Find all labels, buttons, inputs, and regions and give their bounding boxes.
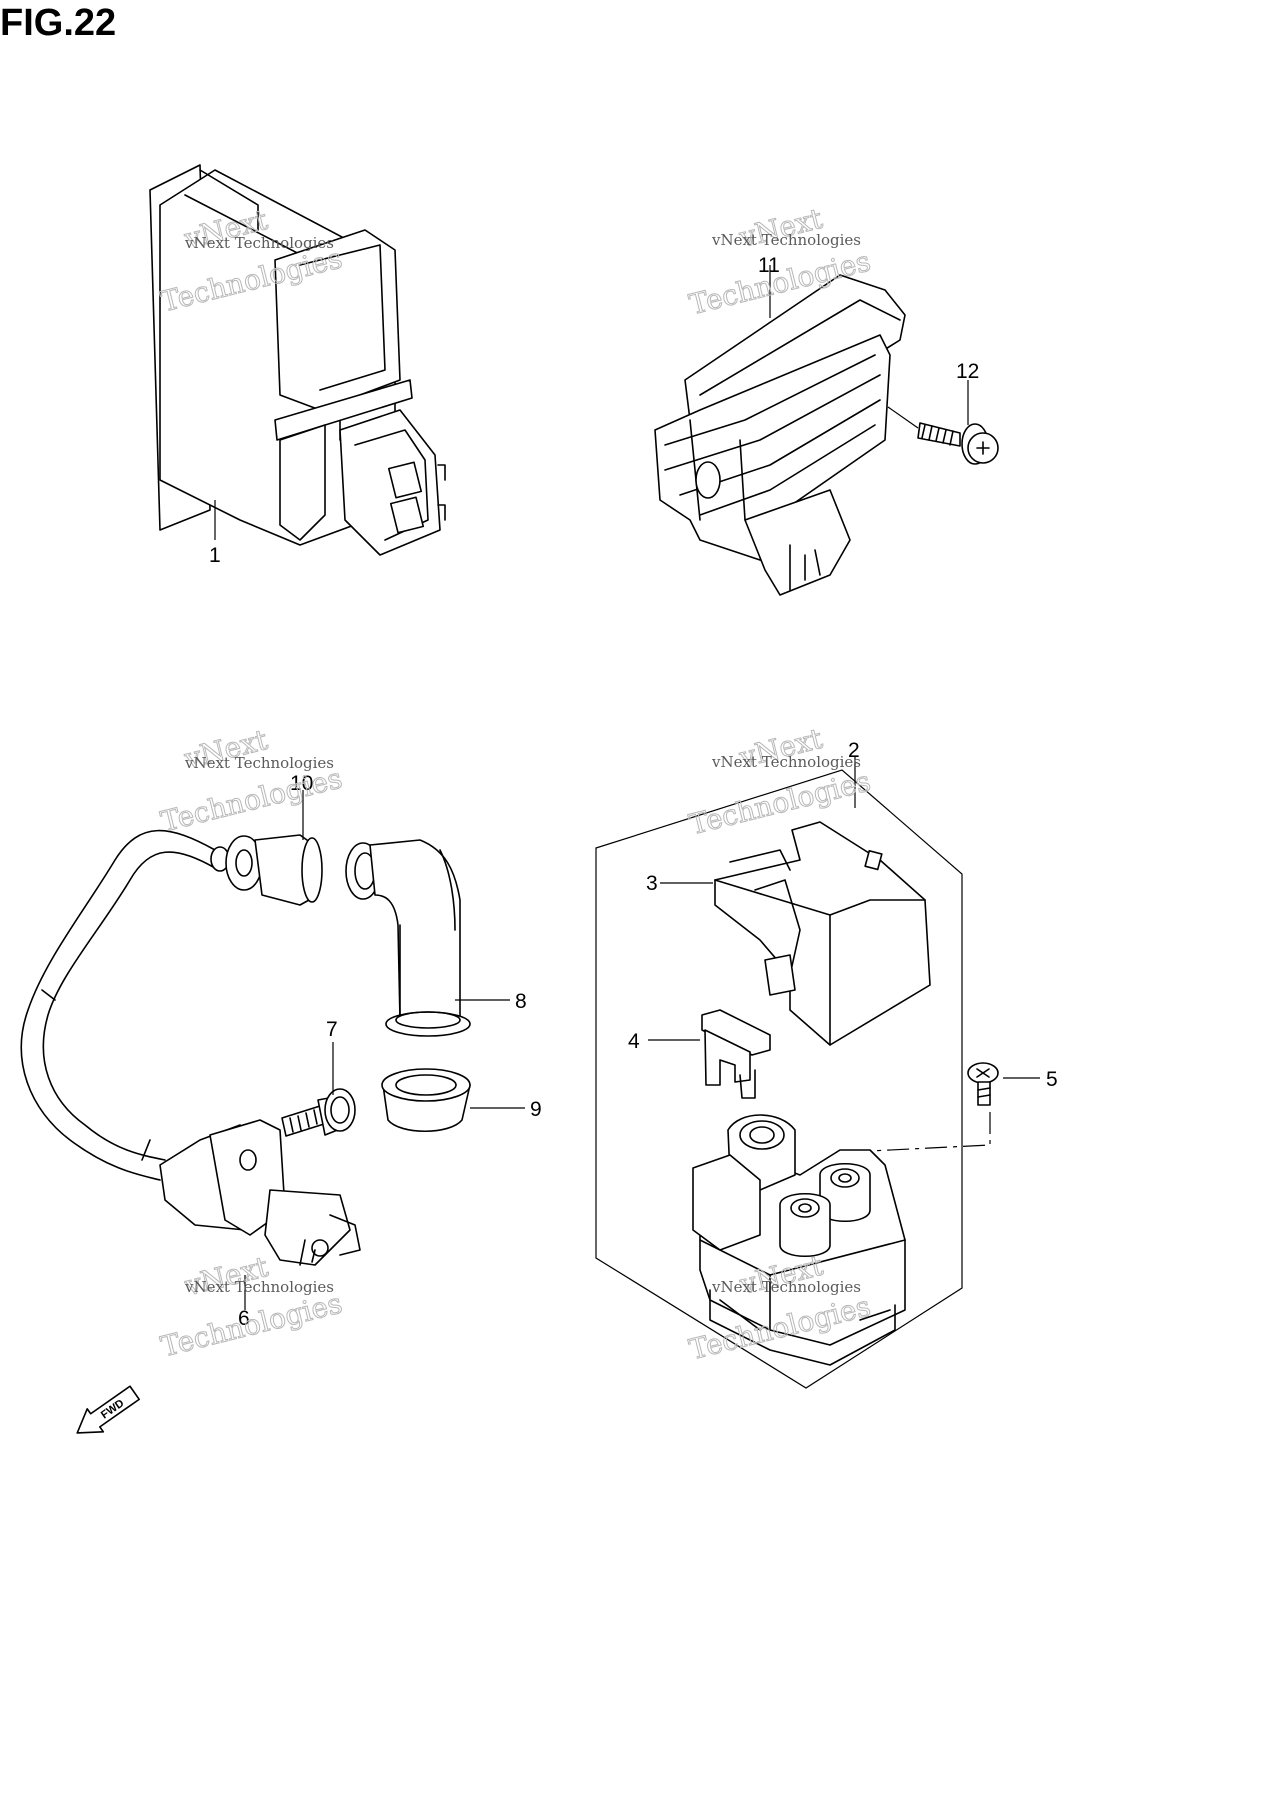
svg-text:Technologies: Technologies — [158, 762, 346, 839]
figure-title: FIG.22 — [0, 2, 117, 44]
svg-text:vNext Technologies: vNext Technologies — [711, 753, 861, 771]
watermark-4: vNext vNext Technologies Technologies — [685, 721, 874, 842]
part-2-relay-body — [692, 1114, 906, 1366]
part-4-fuse — [701, 1009, 771, 1099]
part-1-control-unit — [149, 164, 446, 556]
callout-1: 1 — [209, 544, 221, 567]
leader-5-dashed — [849, 1112, 991, 1153]
part-10-cap-seal — [225, 834, 323, 906]
callout-3: 3 — [646, 872, 658, 895]
svg-text:Technologies: Technologies — [686, 764, 874, 841]
svg-text:vNext Technologies: vNext Technologies — [184, 754, 334, 772]
part-8-plug-boot — [345, 839, 471, 1037]
part-9-seal — [381, 1068, 471, 1133]
part-7-bolt — [281, 1088, 356, 1137]
callout-10: 10 — [290, 772, 313, 795]
callout-11: 11 — [758, 254, 780, 277]
callout-5: 5 — [1046, 1068, 1058, 1091]
svg-text:vNext Technologies: vNext Technologies — [184, 1278, 334, 1296]
svg-text:Technologies: Technologies — [158, 1287, 346, 1364]
part-6-ignition-coil — [20, 829, 361, 1266]
watermark-3: vNext vNext Technologies Technologies — [157, 722, 346, 839]
watermark-5: vNext vNext Technologies Technologies — [157, 1249, 346, 1364]
callout-4: 4 — [628, 1030, 640, 1053]
callout-8: 8 — [515, 990, 527, 1013]
part-11-regulator — [654, 274, 906, 596]
svg-text:vNext Technologies: vNext Technologies — [711, 231, 861, 249]
callout-6: 6 — [238, 1307, 250, 1330]
callout-7: 7 — [326, 1018, 338, 1041]
part-3-relay-cover — [714, 821, 931, 1046]
part-12-bolt — [887, 406, 999, 465]
callout-9: 9 — [530, 1098, 542, 1121]
svg-text:vNext Technologies: vNext Technologies — [184, 234, 334, 252]
part-2-assembly-frame — [595, 769, 963, 1389]
part-5-screw — [967, 1062, 999, 1106]
svg-text:vNext Technologies: vNext Technologies — [711, 1278, 861, 1296]
fwd-direction-marker: FWD — [76, 1385, 140, 1434]
callout-2: 2 — [848, 739, 860, 762]
callout-12: 12 — [956, 360, 979, 383]
